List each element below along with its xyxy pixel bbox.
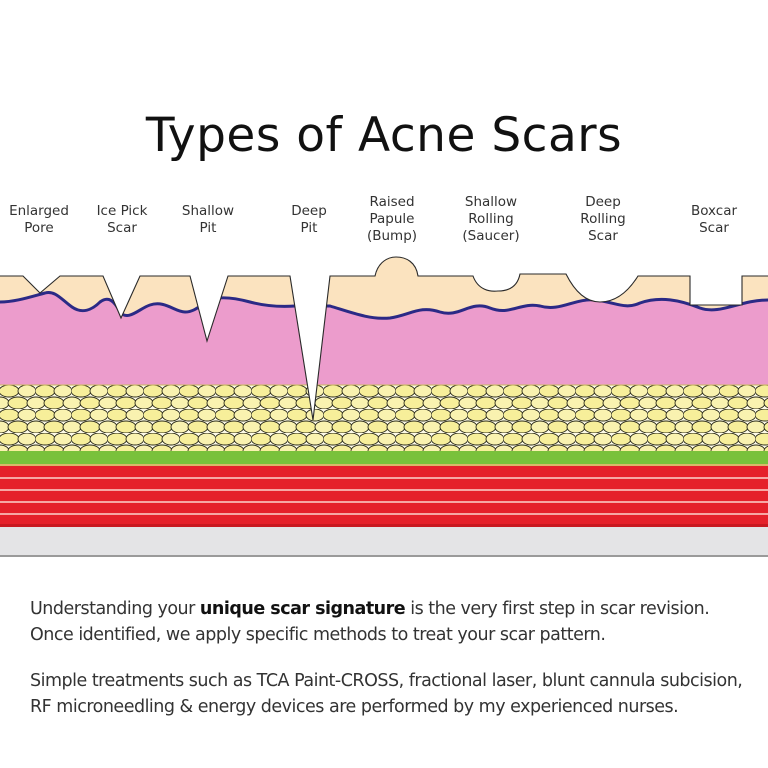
page-title: Types of Acne Scars xyxy=(145,108,623,163)
treatments-paragraph: Simple treatments such as TCA Paint-CROS… xyxy=(30,671,743,717)
scar-label-line: Scar xyxy=(107,220,137,236)
scar-label-line: Shallow xyxy=(464,194,518,210)
fascia-layer xyxy=(0,451,768,465)
scar-label-line: Pit xyxy=(300,220,318,236)
intro-paragraph: Understanding your unique scar signature… xyxy=(30,596,750,648)
muscle-layer xyxy=(0,466,768,527)
skin-cross-section-diagram xyxy=(0,256,768,557)
skin-surface-outline xyxy=(0,256,768,421)
scar-label-line: Boxcar xyxy=(690,203,738,219)
scar-label-line: Ice Pick xyxy=(96,203,148,219)
scar-label-line: Rolling xyxy=(468,211,514,227)
scar-label-line: Raised xyxy=(369,194,415,210)
scar-label-line: Rolling xyxy=(580,211,626,227)
deep-layer xyxy=(0,527,768,555)
scar-label-line: Deep xyxy=(585,194,621,210)
scar-label-line: Pit xyxy=(199,220,217,236)
scar-label-line: (Saucer) xyxy=(462,228,520,244)
intro-text-emphasis: unique scar signature xyxy=(199,599,406,619)
scar-label-line: Pore xyxy=(24,220,54,236)
scar-label-line: Enlarged xyxy=(9,203,69,219)
fat-layer xyxy=(0,385,768,451)
scar-label-line: (Bump) xyxy=(366,228,418,244)
intro-text-start: Understanding your xyxy=(30,599,200,619)
scar-label-line: Deep xyxy=(291,203,327,219)
scar-label-line: Papule xyxy=(369,211,415,227)
scar-label-line: Scar xyxy=(588,228,618,244)
intro-text-end: is the very first step in scar revision.… xyxy=(30,599,710,645)
scar-label-line: Scar xyxy=(699,220,729,236)
scar-label-line: Shallow xyxy=(181,203,235,219)
dermis-layer xyxy=(0,292,768,390)
